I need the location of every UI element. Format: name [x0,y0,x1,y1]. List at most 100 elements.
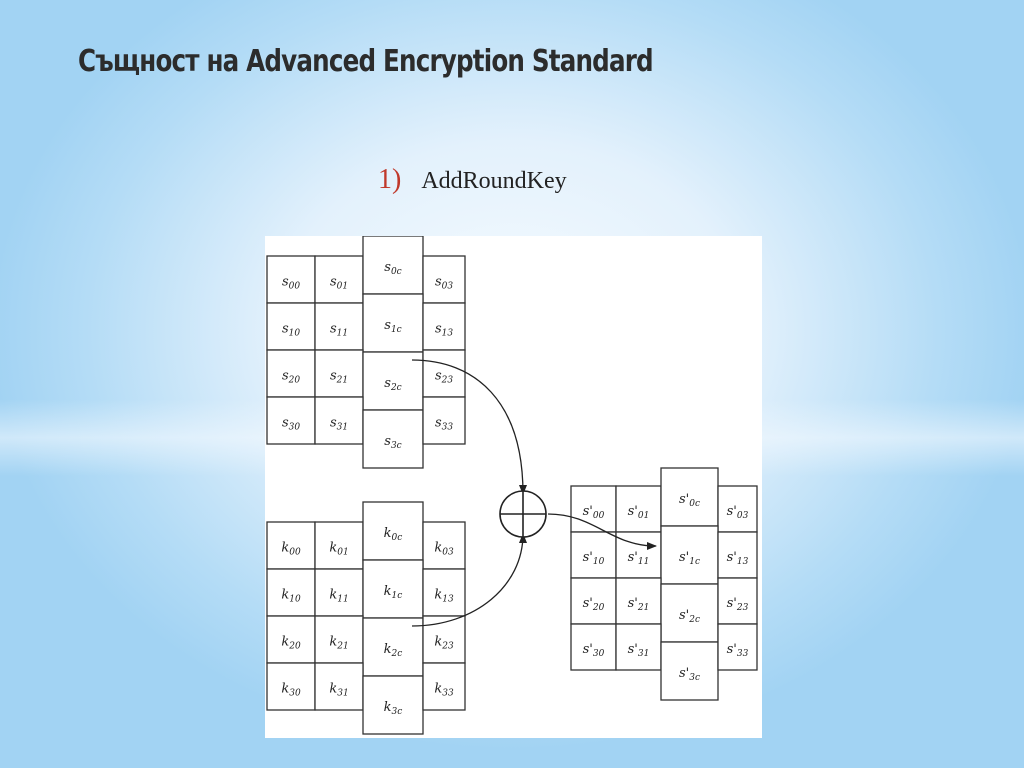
state-cell: s03 [422,255,466,304]
state-cell: s30 [266,396,316,445]
state-cell-box [422,349,466,398]
key-cell: k0c [362,501,424,561]
state-cell-label: s2c [384,376,401,393]
output-cell: s'33 [717,623,758,671]
output-cell-label: s'13 [727,550,749,567]
output-cell-label: s'33 [727,642,749,659]
key-cell: k11 [314,568,364,617]
key-cell-label: k11 [329,588,348,605]
key-cell-box [266,662,316,711]
state-cell-box [266,396,316,445]
step-heading: 1) AddRoundKey [378,164,567,196]
step-label: AddRoundKey [421,168,567,194]
state-cell-label: s0c [384,260,401,277]
key-cell-label: k03 [434,541,454,558]
state-cell-label: s01 [330,275,348,292]
key-cell-label: k13 [434,588,454,605]
state-cell: s31 [314,396,364,445]
state-cell: s00 [266,255,316,304]
output-cell-label: s'21 [628,596,650,613]
key-cell-box [362,501,424,561]
output-cell-box [660,583,719,643]
state-cell-label: s1c [384,318,401,335]
state-cell-box [266,255,316,304]
output-cell: s'30 [570,623,617,671]
output-cell: s'3c [660,641,719,701]
key-cell-box [266,615,316,664]
output-cell-box [717,623,758,671]
key-cell-label: k0c [384,526,403,543]
key-cell-box [422,521,466,570]
output-cell-label: s'3c [679,666,700,683]
state-cell: s33 [422,396,466,445]
state-cell: s20 [266,349,316,398]
key-cell: k30 [266,662,316,711]
output-cell-box [615,577,662,625]
output-cell-box [615,623,662,671]
state-cell-label: s23 [435,369,453,386]
output-cell-label: s'20 [583,596,605,613]
key-cell-box [314,615,364,664]
state-cell-box [362,236,424,295]
output-cell: s'2c [660,583,719,643]
state-cell-label: s3c [384,434,401,451]
output-cell: s'0c [660,467,719,527]
output-cell-box [660,641,719,701]
state-cell: s21 [314,349,364,398]
output-cell: s'01 [615,485,662,533]
key-cell-label: k00 [281,541,301,558]
output-cell-label: s'2c [679,608,700,625]
key-cell-label: k23 [434,635,454,652]
key-cell-box [314,521,364,570]
state-cell-box [314,396,364,445]
state-cell-label: s31 [330,416,348,433]
state-cell-label: s13 [435,322,453,339]
output-cell-label: s'10 [583,550,605,567]
state-cell: s1c [362,293,424,353]
state-cell-box [362,351,424,411]
key-to-xor-arrow [411,533,527,627]
output-cell-label: s'23 [727,596,749,613]
state-cell: s3c [362,409,424,469]
slide-title: Същност на Advanced Encryption Standard [78,44,654,79]
output-cell-box [570,577,617,625]
state-cell-box [314,349,364,398]
state-cell-box [314,255,364,304]
key-cell: k10 [266,568,316,617]
state-cell-box [422,302,466,351]
state-cell-label: s33 [435,416,453,433]
output-cell-label: s'00 [583,504,605,521]
output-cell: s'21 [615,577,662,625]
key-cell: k23 [422,615,466,664]
xor-operator-icon [499,490,547,538]
output-cell: s'13 [717,531,758,579]
output-cell: s'31 [615,623,662,671]
key-cell-box [314,662,364,711]
state-cell: s11 [314,302,364,351]
key-cell: k3c [362,675,424,735]
output-cell: s'23 [717,577,758,625]
state-cell: s13 [422,302,466,351]
output-cell-box [717,531,758,579]
output-cell: s'20 [570,577,617,625]
output-cell: s'1c [660,525,719,585]
state-cell: s0c [362,236,424,295]
key-cell-box [266,521,316,570]
output-cell-label: s'0c [679,492,700,509]
output-cell-label: s'11 [628,550,650,567]
output-cell-label: s'1c [679,550,700,567]
key-cell-label: k31 [329,682,348,699]
key-cell-box [422,615,466,664]
output-cell: s'10 [570,531,617,579]
output-cell-box [660,467,719,527]
state-cell: s2c [362,351,424,411]
output-cell-box [615,485,662,533]
state-cell-box [314,302,364,351]
output-cell-label: s'30 [583,642,605,659]
state-cell-box [422,255,466,304]
output-cell-box [717,577,758,625]
key-cell: k00 [266,521,316,570]
